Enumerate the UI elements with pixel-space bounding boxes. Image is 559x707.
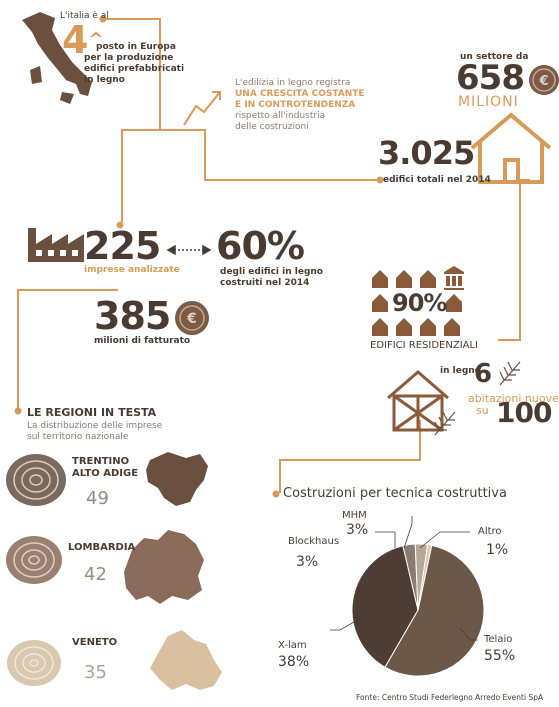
pie-value-blockhaus: 3% (296, 554, 319, 570)
share-text-2: costruiti nel 2014 (220, 278, 310, 288)
sector-label: un settore da (460, 52, 529, 62)
connector-intro (103, 18, 380, 181)
region-name-1b: ALTO ADIGE (72, 468, 139, 479)
growth-text-4: rispetto all'industria (235, 111, 326, 121)
source-note: Fonte: Centro Studi Federlegno Arredo Ev… (356, 693, 544, 702)
region-name-2: LOMBARDIA (68, 542, 136, 553)
growth-text-3: E IN CONTROTENDENZA (235, 100, 356, 110)
homes-value: 6 (474, 359, 492, 389)
connector-regions (17, 289, 118, 410)
firms-value: 225 (84, 224, 161, 268)
house-outline-icon (470, 112, 552, 184)
region-value-1: 49 (86, 488, 109, 509)
svg-text:€: € (186, 311, 197, 327)
italy-map-icon (22, 12, 92, 104)
homes-prefix: in legno (440, 366, 481, 376)
factory-icon (28, 228, 84, 262)
regions-title: LE REGIONI IN TESTA (27, 406, 157, 419)
connector-pie (279, 420, 421, 493)
pie-label-blockhaus: Blockhaus (288, 536, 340, 547)
sector-value: 658 (456, 58, 525, 98)
connector-house (498, 179, 530, 341)
growth-text-5: delle costruzioni (235, 122, 309, 132)
wood-disc-trentino-icon (6, 454, 66, 506)
turnover-label: milioni di fatturato (94, 336, 191, 346)
residential-value: 90% (392, 289, 447, 317)
region-name-1: TRENTINO (72, 456, 130, 467)
pie-label-xlam: X-lam (278, 640, 307, 651)
timber-house-icon (387, 370, 449, 432)
intro-text-2: posto in Europa (96, 42, 176, 52)
homes-text-1: abitazioni nuove (468, 392, 559, 405)
intro-text-4: edifici prefabbricati (84, 64, 185, 74)
pie-label-telaio: Telaio (484, 634, 513, 645)
intro-text-5: in legno (84, 75, 125, 85)
regions-subtitle-1: La distribuzione delle imprese (27, 421, 163, 431)
pie-value-mhm: 3% (346, 522, 369, 538)
firms-label: imprese analizzate (84, 265, 180, 275)
chart-title: Costruzioni per tecnica costruttiva (283, 486, 507, 501)
wood-disc-veneto-icon (7, 640, 61, 686)
buildings-label: edifici totali nel 2014 (383, 175, 491, 185)
small-houses-icons (372, 266, 464, 336)
connector-left (121, 129, 160, 222)
wood-disc-lombardia-icon (6, 536, 62, 584)
buildings-value: 3.025 (378, 134, 475, 172)
region-value-2: 42 (84, 564, 107, 585)
euro-coin-icon-sector: € (529, 65, 559, 95)
pie-slice-xlam (351, 545, 419, 668)
pie-leader-lines (330, 516, 478, 641)
intro-text-1: L'italia è al (60, 11, 109, 21)
region-value-3: 35 (84, 662, 107, 683)
growth-arrow-icon (183, 91, 221, 126)
regions-subtitle-2: sul territorio nazionale (27, 432, 129, 442)
pie-label-altro: Altro (478, 526, 502, 537)
pie-value-telaio: 55% (484, 648, 516, 664)
homes-total: 100 (496, 396, 552, 429)
residential-label: EDIFICI RESIDENZIALI (370, 340, 479, 351)
pie-value-altro: 1% (486, 542, 509, 558)
turnover-value: 385 (94, 294, 171, 338)
homes-text-2: su (476, 404, 489, 417)
pie-slice-telaio (384, 544, 485, 677)
share-value: 60% (216, 224, 305, 268)
wheat-sprig-icon (434, 361, 521, 436)
pie-value-xlam: 38% (278, 654, 310, 670)
region-name-3: VENETO (72, 637, 118, 648)
pie-slice-altro (417, 544, 433, 611)
intro-text-3: per la produzione (84, 53, 174, 63)
svg-text:€: € (538, 74, 548, 89)
map-trentino-icon (146, 452, 208, 506)
sector-unit: MILIONI (458, 94, 519, 110)
pie-chart (351, 543, 485, 677)
share-text-1: degli edifici in legno (220, 267, 323, 277)
double-arrow-icon (166, 244, 212, 256)
growth-text-1: L'edilizia in legno registra (235, 78, 351, 88)
growth-text-2: UNA CRESCITA COSTANTE (235, 89, 365, 99)
pie-label-mhm: MHM (342, 510, 367, 521)
intro-rank: 4^ (62, 18, 104, 62)
map-lombardia-icon (124, 530, 204, 604)
map-veneto-icon (150, 630, 222, 690)
euro-coin-icon-turnover: € (175, 301, 209, 335)
